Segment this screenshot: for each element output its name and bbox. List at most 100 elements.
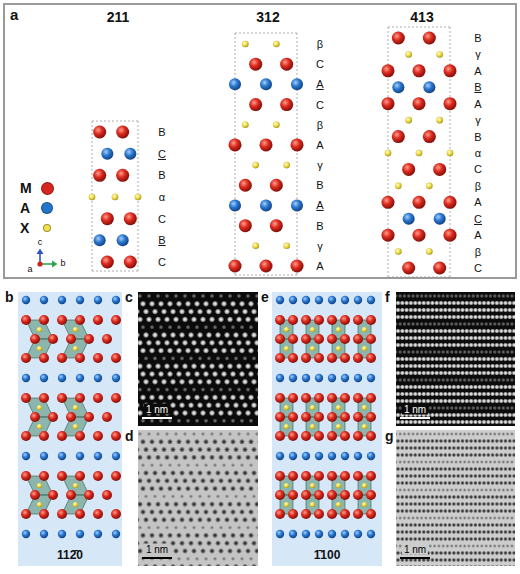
atom-column bbox=[230, 301, 236, 307]
atom-column bbox=[409, 509, 414, 514]
atom-column bbox=[473, 502, 478, 507]
atom-column bbox=[428, 322, 432, 326]
atom-column bbox=[424, 516, 428, 520]
atom-column bbox=[396, 446, 400, 451]
atom-column bbox=[404, 453, 409, 458]
atom-column bbox=[490, 495, 495, 500]
atom-column bbox=[462, 294, 466, 298]
atom-column bbox=[441, 294, 445, 298]
atom-column bbox=[476, 544, 480, 548]
image-ground bbox=[138, 292, 258, 426]
atom-column bbox=[210, 432, 214, 436]
m-atom bbox=[353, 471, 363, 481]
atom-column bbox=[197, 470, 203, 476]
m-atom bbox=[327, 353, 337, 363]
atom-column bbox=[221, 532, 227, 538]
atom-column bbox=[164, 363, 170, 369]
atom-column bbox=[463, 516, 467, 520]
atom-column bbox=[195, 463, 199, 467]
atom-column bbox=[430, 530, 435, 535]
atom-column bbox=[488, 350, 492, 354]
atom-column bbox=[138, 294, 142, 299]
atom-column bbox=[456, 558, 461, 563]
m-atom bbox=[275, 471, 285, 481]
m-atom bbox=[327, 509, 337, 519]
atom-column bbox=[422, 481, 427, 486]
atom-column bbox=[465, 495, 470, 500]
cell-edge bbox=[92, 271, 138, 272]
atom-column bbox=[422, 446, 427, 451]
atom-column bbox=[456, 523, 461, 528]
a-atom bbox=[392, 81, 404, 93]
atom-column bbox=[236, 340, 242, 346]
atom-column bbox=[248, 439, 254, 445]
atom-column bbox=[203, 509, 209, 515]
m-atom bbox=[48, 490, 58, 500]
atom-column bbox=[396, 406, 398, 410]
atom-column bbox=[200, 454, 206, 460]
atom-column bbox=[252, 356, 257, 361]
atom-column bbox=[239, 486, 245, 492]
atom-column bbox=[413, 453, 418, 458]
atom-column bbox=[447, 439, 452, 444]
atom-column bbox=[165, 294, 170, 299]
atom-column bbox=[499, 509, 504, 514]
atom-column bbox=[240, 557, 244, 561]
atom-column bbox=[510, 488, 514, 492]
atom-column bbox=[426, 453, 431, 458]
atom-column bbox=[254, 548, 258, 554]
atom-column bbox=[149, 486, 155, 492]
atom-column bbox=[201, 387, 206, 392]
m-atom bbox=[124, 256, 137, 269]
a-atom bbox=[260, 199, 272, 211]
atom-column bbox=[499, 453, 504, 458]
a-atom bbox=[291, 199, 303, 211]
atom-column bbox=[258, 325, 259, 330]
atom-column bbox=[213, 557, 217, 561]
atom-column bbox=[428, 432, 432, 436]
a-atom bbox=[367, 374, 375, 382]
atom-column bbox=[170, 517, 176, 523]
atom-column bbox=[224, 308, 230, 314]
atom-column bbox=[224, 447, 230, 453]
atom-column bbox=[138, 540, 140, 546]
atom-column bbox=[432, 294, 436, 298]
atom-column bbox=[185, 509, 191, 515]
atom-column bbox=[143, 308, 149, 314]
atom-column bbox=[188, 470, 194, 476]
atom-column bbox=[486, 558, 491, 563]
m-atom bbox=[260, 260, 273, 273]
atom-column bbox=[239, 347, 245, 353]
atom-column bbox=[505, 350, 509, 354]
atom-column bbox=[493, 378, 497, 382]
atom-column bbox=[206, 379, 212, 385]
atom-column bbox=[465, 481, 470, 486]
atom-column bbox=[490, 509, 495, 514]
atom-column bbox=[482, 474, 487, 479]
x-atom bbox=[426, 248, 433, 255]
atom-column bbox=[402, 378, 406, 382]
x-atom bbox=[284, 502, 289, 507]
x-atom bbox=[242, 41, 249, 48]
m-atom bbox=[249, 98, 262, 111]
atom-column bbox=[195, 418, 200, 423]
atom-column bbox=[465, 474, 470, 479]
m-atom bbox=[93, 315, 103, 325]
atom-column bbox=[417, 523, 422, 528]
atom-column bbox=[458, 488, 462, 492]
atom-column bbox=[215, 447, 221, 453]
atom-column bbox=[480, 460, 484, 464]
atom-column bbox=[415, 432, 419, 436]
atom-column bbox=[511, 328, 515, 333]
a-atom bbox=[40, 530, 48, 538]
atom-column bbox=[439, 495, 444, 500]
atom-column bbox=[230, 394, 236, 400]
atom-column bbox=[488, 460, 492, 464]
atom-column bbox=[206, 470, 212, 476]
atom-column bbox=[140, 439, 146, 445]
atom-column bbox=[450, 294, 454, 298]
atom-column bbox=[233, 332, 239, 338]
atom-column bbox=[465, 558, 470, 563]
atom-column bbox=[233, 447, 239, 453]
x-atom bbox=[362, 405, 367, 410]
